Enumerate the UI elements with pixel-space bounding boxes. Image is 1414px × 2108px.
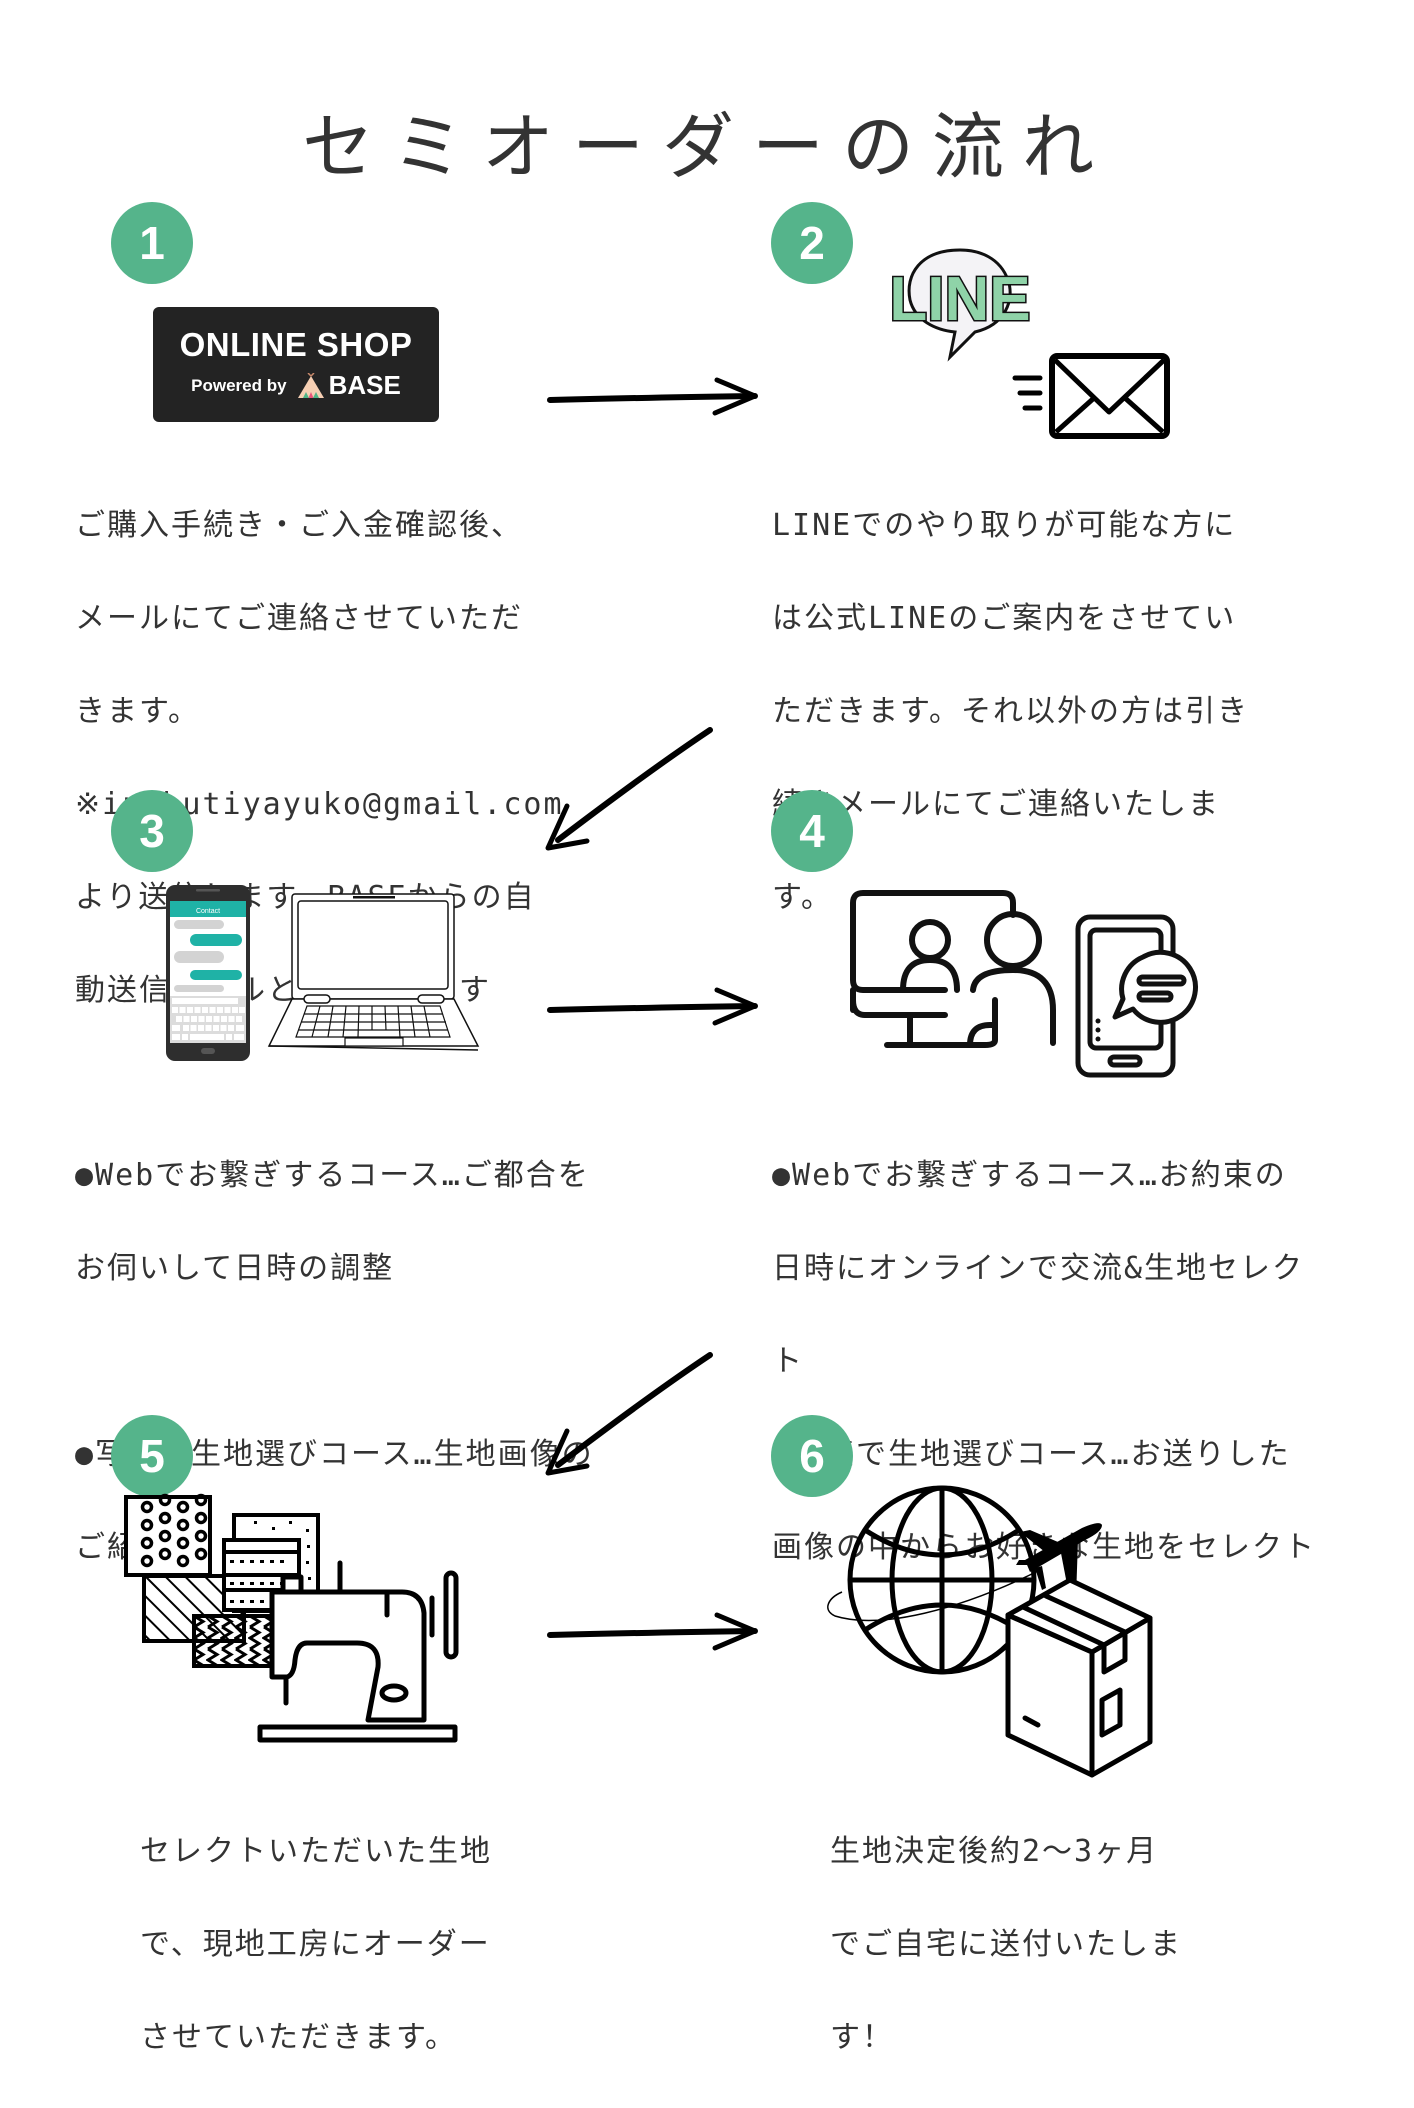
shop-badge-powered-by: Powered by [191,375,287,395]
arrow-down-left-icon [545,1352,713,1476]
text-line: LINEでのやり取りが可能な方に [772,507,1237,543]
text-line: ●Webでお繋ぎするコース…ご都合を [75,1157,590,1193]
globe-plane-package-icon [827,1485,1153,1778]
step-number-badge: 4 [771,790,853,872]
text-line: ト [772,1343,804,1379]
online-shop-badge[interactable]: ONLINE SHOP Powered by BASE [153,307,439,422]
text-line: 生地決定後約2〜3ヶ月 [830,1833,1159,1869]
text-line: ご購入手続き・ご入金確認後、 [75,507,523,543]
text-line: ただきます。それ以外の方は引き [772,693,1249,729]
text-line: メールにてご連絡させていただ [75,600,523,636]
page-title: セミオーダーの流れ [301,105,1112,189]
video-call-icon [850,890,1198,1078]
step-2-description: LINEでのやり取りが可能な方に は公式LINEのご案内をさせてい ただきます。… [772,456,1249,968]
arrow-down-left-icon [545,727,713,851]
smartphone-chat-icon: Contact [166,885,250,1061]
base-tent-icon [297,372,324,398]
shop-badge-title: ONLINE SHOP [179,326,413,363]
line-logo-icon: LINE [888,248,1032,362]
text-line: ●写真で生地選びコース…お送りした [772,1436,1291,1472]
text-line: セレクトいただいた生地 [140,1833,492,1869]
step-5-description: セレクトいただいた生地 で、現地工房にオーダー させていただきます。 [140,1782,492,2108]
phone-header-label: Contact [196,908,220,915]
text-line: は公式LINEのご案内をさせてい [772,600,1237,636]
step-number-badge: 5 [111,1415,193,1497]
step-number-badge: 2 [771,202,853,284]
text-line: お伺いして日時の調整 [75,1250,395,1286]
text-line: す。 [772,879,833,915]
line-logo-text: LINE [889,265,1030,334]
mail-send-icon [1012,353,1170,439]
arrow-right-icon [547,1612,758,1651]
fabric-sewing-machine-icon [124,1493,459,1743]
step-number-badge: 1 [111,202,193,284]
shop-badge-brand: BASE [328,370,401,400]
text-line: 日時にオンラインで交流&生地セレク [772,1250,1305,1286]
step-6-description: 生地決定後約2〜3ヶ月 でご自宅に送付いたしま す！ [830,1782,1182,2108]
blank-line [75,1339,594,1386]
text-line: でご自宅に送付いたしま [830,1926,1182,1962]
text-line: ●Webでお繋ぎするコース…お約束の [772,1157,1287,1193]
text-line: で、現地工房にオーダー [140,1926,491,1962]
text-line: きます。 [75,693,200,729]
text-line: す！ [830,2019,894,2055]
step-4-description: ●Webでお繋ぎするコース…お約束の 日時にオンラインで交流&生地セレク ト ●… [772,1106,1316,1618]
laptop-icon [267,893,480,1051]
step-number-badge: 3 [111,790,193,872]
arrow-right-icon [547,987,758,1026]
text-line: させていただきます。 [140,2019,457,2055]
step-number-badge: 6 [771,1415,853,1497]
arrow-right-icon [547,377,758,416]
